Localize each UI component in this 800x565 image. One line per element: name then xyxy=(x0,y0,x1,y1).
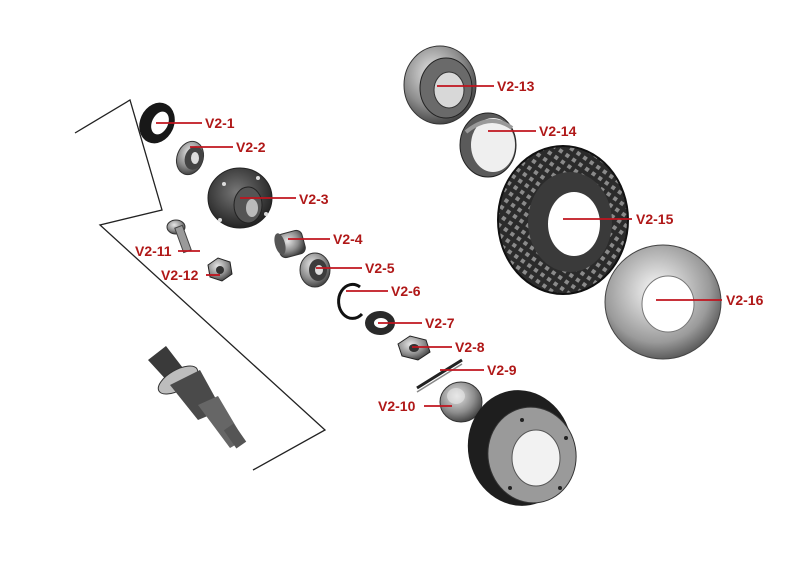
brake-drum-icon xyxy=(467,390,577,506)
stub-axle-icon xyxy=(148,346,247,449)
castle-nut-icon xyxy=(397,335,431,361)
bearing-icon xyxy=(175,140,205,176)
split-pin-icon xyxy=(416,358,463,393)
inner-tube-icon xyxy=(604,244,722,360)
label-v2-5: V2-5 xyxy=(365,260,395,276)
label-v2-3: V2-3 xyxy=(299,191,329,207)
axle-group-outline xyxy=(74,99,327,471)
label-v2-11: V2-11 xyxy=(135,243,172,259)
nut-icon xyxy=(207,257,233,282)
label-v2-2: V2-2 xyxy=(236,139,266,155)
circlip-icon xyxy=(337,282,364,320)
label-v2-14: V2-14 xyxy=(539,123,577,139)
tyre-icon xyxy=(497,145,629,295)
spacer-sleeve-icon xyxy=(274,229,306,259)
label-v2-4: V2-4 xyxy=(333,231,363,247)
label-v2-8: V2-8 xyxy=(455,339,485,355)
rim-band-icon xyxy=(459,112,517,178)
label-v2-16: V2-16 xyxy=(726,292,764,308)
leader-lines xyxy=(156,85,722,407)
label-v2-1: V2-1 xyxy=(205,115,235,131)
label-v2-13: V2-13 xyxy=(497,78,535,94)
hub-cap-icon xyxy=(439,381,483,423)
label-v2-7: V2-7 xyxy=(425,315,455,331)
label-v2-9: V2-9 xyxy=(487,362,517,378)
label-v2-12: V2-12 xyxy=(161,267,199,283)
label-v2-15: V2-15 xyxy=(636,211,674,227)
wheel-rim-icon xyxy=(403,45,477,125)
bearing-icon xyxy=(299,252,331,288)
label-v2-6: V2-6 xyxy=(391,283,421,299)
label-v2-10: V2-10 xyxy=(378,398,416,414)
